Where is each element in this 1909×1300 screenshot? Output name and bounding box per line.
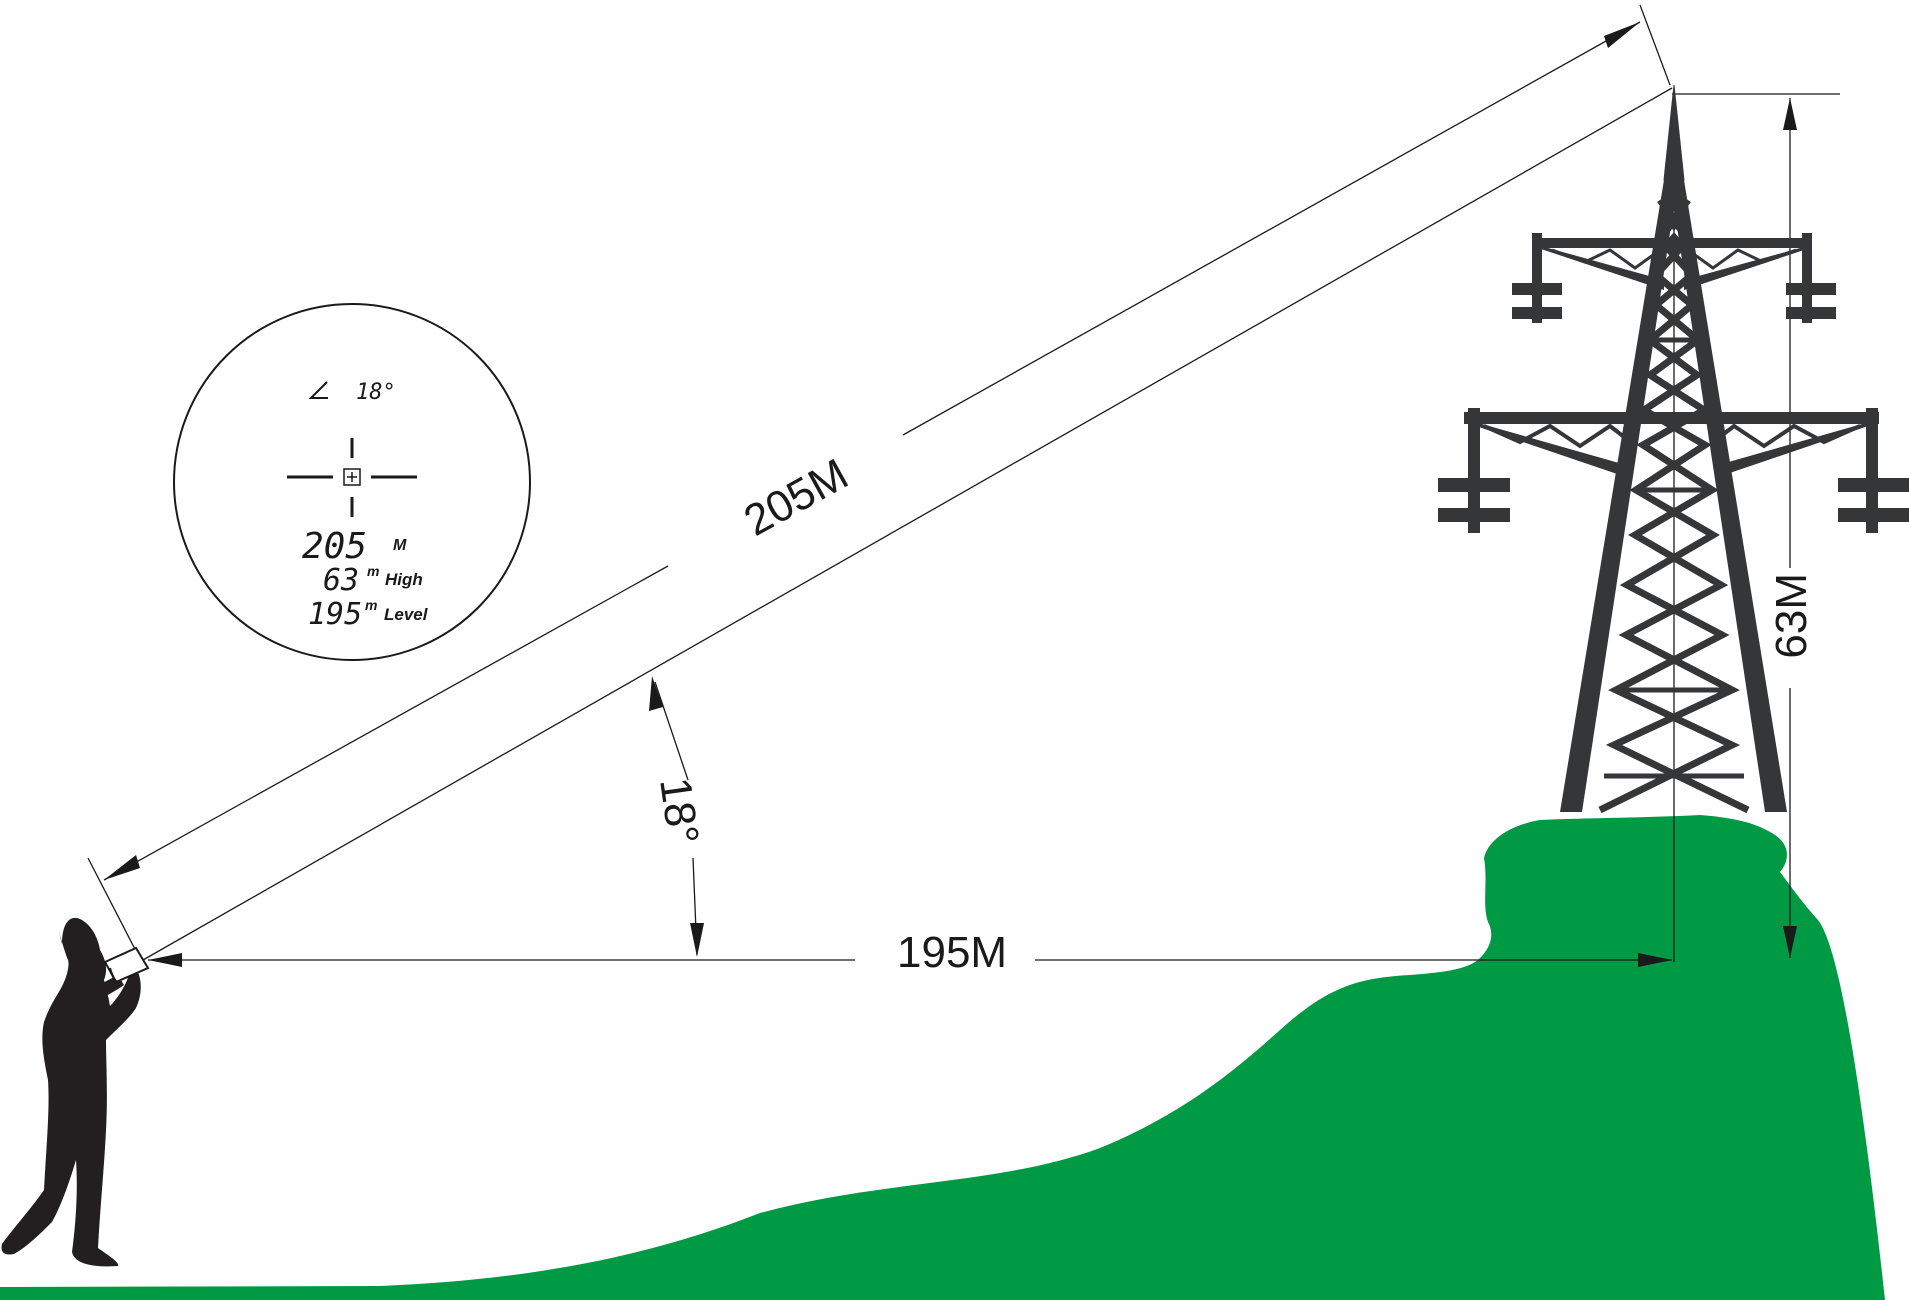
viewfinder-level-value: 195: [308, 597, 362, 632]
rangefinder-device-icon: [103, 946, 150, 984]
terrain: [0, 815, 1885, 1300]
viewfinder-distance-value: 205: [302, 526, 367, 567]
arrow-slope-end: [1604, 22, 1640, 48]
height-label: 63M: [1767, 573, 1816, 659]
viewfinder-height-value: 63: [323, 563, 359, 598]
viewfinder-angle-value: 18°: [356, 380, 396, 405]
viewfinder-level-unit: m: [365, 597, 377, 613]
horizontal-distance-label: 195M: [897, 928, 1007, 977]
viewfinder-height-label: High: [385, 570, 423, 589]
viewfinder: 18° 205 M 63 m High 195 m Level: [173, 303, 531, 661]
slope-ext-end: [1639, 4, 1671, 86]
slope-dim-line-upper: [902, 21, 1641, 436]
arrow-angle-bottom: [690, 923, 704, 957]
hill: [0, 815, 1885, 1300]
line-of-sight: [142, 87, 1673, 961]
arrow-level-start: [148, 953, 182, 967]
tower-lattice: [1598, 197, 1750, 814]
arrow-height-bottom: [1783, 926, 1797, 958]
tower-spire: [1663, 84, 1685, 181]
viewfinder-distance-unit: M: [393, 537, 407, 554]
arrow-level-end: [1638, 953, 1672, 967]
slope-distance-label: 205M: [736, 450, 856, 546]
transmission-tower: [1438, 84, 1909, 814]
arrowheads: [104, 22, 1797, 967]
person-silhouette: [1, 917, 141, 1267]
lower-crossarm: [1438, 408, 1909, 533]
slope-dim-line-lower: [103, 565, 669, 881]
angle-label: 18°: [650, 775, 708, 848]
viewfinder-level-label: Level: [384, 605, 429, 624]
angle-icon: [308, 381, 328, 399]
slope-ext-start: [87, 857, 139, 956]
tower-top-diamonds: [1662, 188, 1686, 260]
arrow-slope-start: [104, 855, 140, 880]
crosshair-icon: [287, 438, 417, 517]
arrow-angle-top: [649, 676, 663, 711]
arrow-height-top: [1783, 98, 1797, 130]
angle-dim-line-upper: [654, 681, 689, 781]
dimension-lines: [87, 4, 1840, 962]
viewfinder-height-unit: m: [367, 563, 379, 579]
